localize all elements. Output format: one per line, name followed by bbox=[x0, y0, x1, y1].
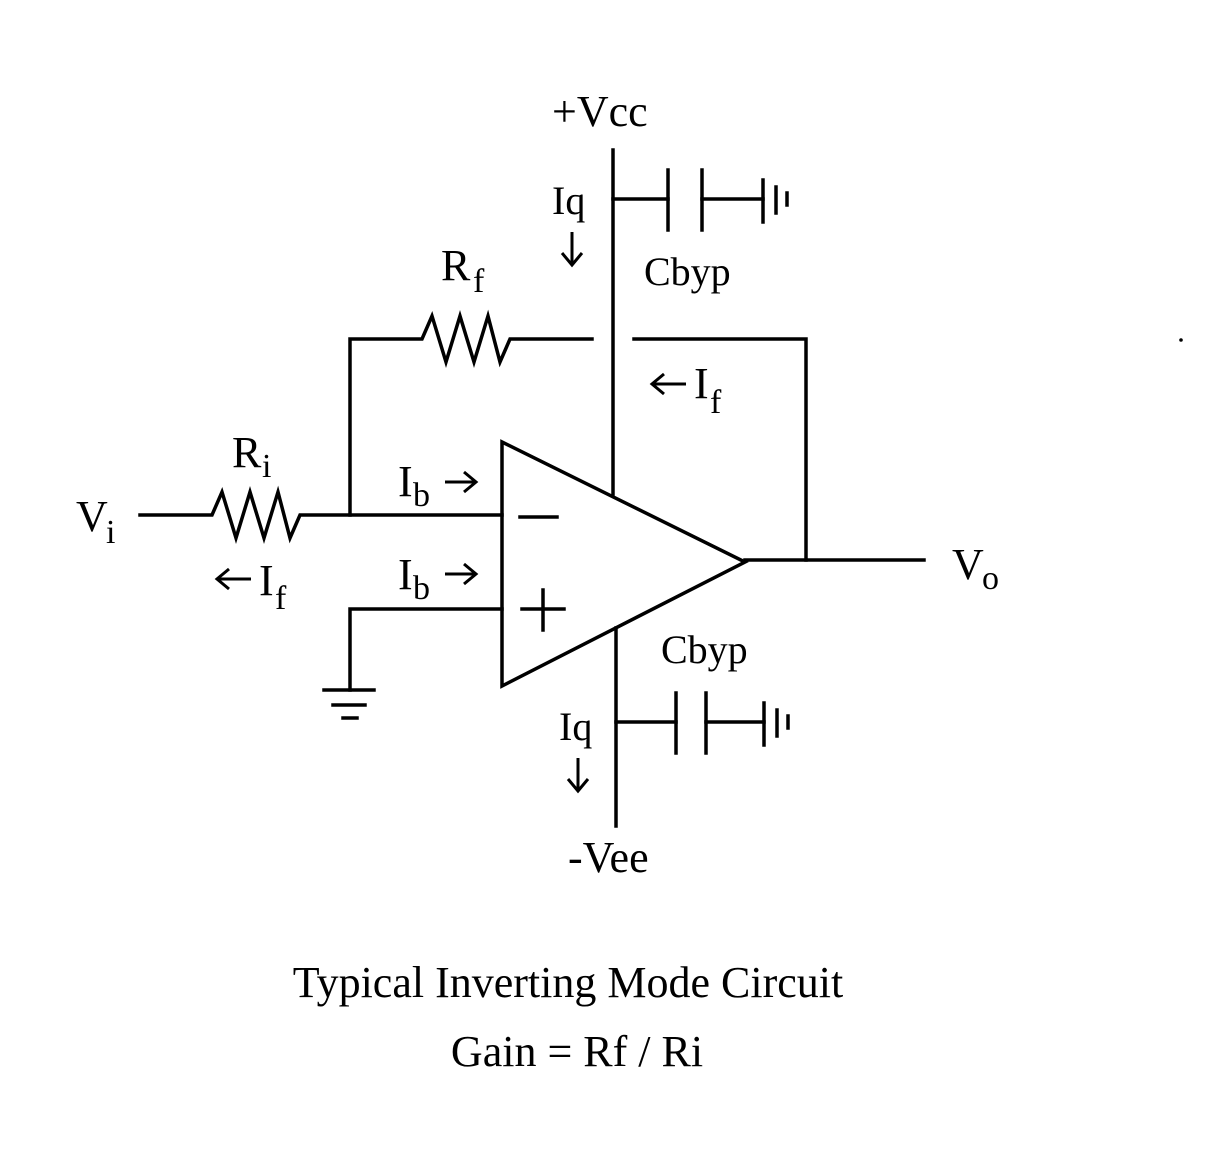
caption-title: Typical Inverting Mode Circuit bbox=[293, 958, 843, 1007]
noninverting-wire bbox=[348, 607, 504, 692]
svg-text:f: f bbox=[473, 263, 485, 300]
if-left-label: I f bbox=[259, 556, 287, 617]
ib-bottom-label: I b bbox=[398, 550, 430, 607]
cbyp-bottom-label: Cbyp bbox=[661, 627, 748, 672]
svg-text:i: i bbox=[262, 448, 271, 485]
iq-top-label: Iq bbox=[552, 178, 585, 223]
ib-bottom-arrow-icon bbox=[445, 562, 479, 586]
svg-text:f: f bbox=[275, 580, 287, 617]
vee-label: -Vee bbox=[568, 833, 649, 882]
cbyp-bottom-capacitor bbox=[614, 691, 790, 755]
svg-text:i: i bbox=[106, 514, 115, 551]
ri-resistor bbox=[138, 485, 504, 545]
rf-label: R f bbox=[441, 241, 485, 300]
ground-symbol bbox=[322, 688, 376, 720]
svg-text:V: V bbox=[76, 492, 108, 541]
vo-label: V o bbox=[952, 540, 999, 597]
svg-text:I: I bbox=[694, 359, 709, 408]
iq-bottom-label: Iq bbox=[559, 704, 592, 749]
ib-top-arrow-icon bbox=[445, 470, 479, 494]
iq-top-arrow-icon bbox=[560, 232, 584, 268]
if-top-label: I f bbox=[694, 359, 722, 421]
feedback-wire-right bbox=[632, 337, 808, 562]
ib-top-label: I b bbox=[398, 457, 430, 514]
rf-resistor bbox=[348, 309, 594, 517]
svg-text:b: b bbox=[413, 477, 430, 514]
gain-formula: Gain = Rf / Ri bbox=[451, 1027, 703, 1076]
iq-bottom-arrow-icon bbox=[566, 758, 590, 794]
svg-text:I: I bbox=[398, 550, 413, 599]
svg-text:I: I bbox=[398, 457, 413, 506]
svg-text:b: b bbox=[413, 570, 430, 607]
stray-dot bbox=[1179, 338, 1183, 342]
cbyp-top-capacitor bbox=[611, 168, 789, 232]
if-top-arrow-icon bbox=[649, 372, 686, 396]
svg-text:f: f bbox=[710, 384, 722, 421]
svg-text:R: R bbox=[441, 241, 471, 290]
svg-text:R: R bbox=[232, 428, 262, 477]
opamp-triangle bbox=[500, 439, 749, 689]
ri-label: R i bbox=[232, 428, 271, 485]
svg-text:V: V bbox=[952, 540, 984, 589]
cbyp-top-label: Cbyp bbox=[644, 249, 731, 294]
if-left-arrow-icon bbox=[214, 567, 251, 591]
vi-label: V i bbox=[76, 492, 115, 551]
svg-text:o: o bbox=[982, 560, 999, 597]
svg-text:I: I bbox=[259, 556, 274, 605]
vcc-label: +Vcc bbox=[552, 87, 648, 136]
